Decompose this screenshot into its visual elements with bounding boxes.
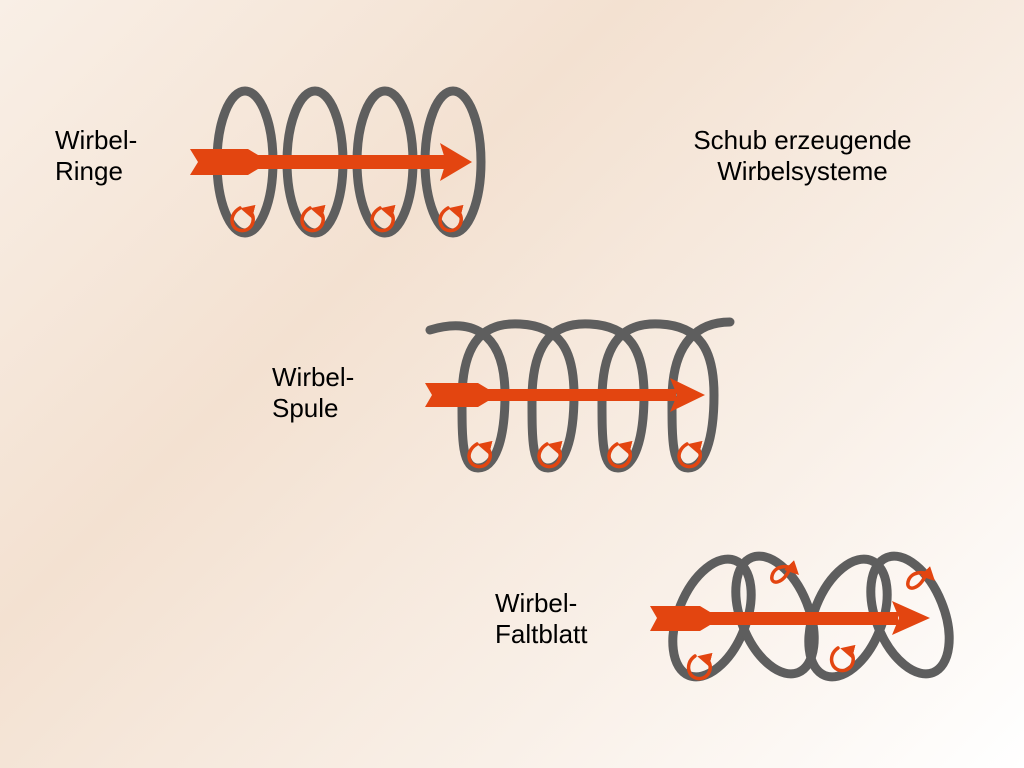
rotation-curl-icon (370, 204, 396, 233)
rotation-curl-icon (537, 440, 563, 469)
label-faltblatt-line2: Faltblatt (495, 619, 588, 649)
rotation-curl-icon (906, 566, 935, 590)
vortex-rings-diagram (190, 86, 486, 238)
rotation-curl-icon (300, 204, 326, 233)
rotation-curl-icons (230, 204, 464, 233)
slide-title-line2: Wirbelsysteme (717, 156, 888, 186)
thrust-arrow-icon (650, 601, 930, 635)
label-ringe-line1: Wirbel- (55, 125, 138, 155)
label-wirbel-faltblatt: Wirbel- Faltblatt (495, 588, 588, 650)
slide-title: Schub erzeugende Wirbelsysteme (640, 125, 965, 187)
thrust-arrow-icon (425, 378, 705, 412)
label-ringe-line2: Ringe (55, 156, 123, 186)
label-spule-line2: Spule (272, 393, 339, 423)
vortex-coil-spiral (425, 317, 735, 473)
rotation-curl-icon (677, 440, 703, 469)
vortex-sheet-diagram (650, 551, 954, 682)
slide-title-line1: Schub erzeugende (693, 125, 912, 155)
label-faltblatt-line1: Wirbel- (495, 588, 578, 618)
thrust-arrow-icon (190, 143, 472, 181)
rotation-curl-icon (829, 644, 856, 673)
vortex-sheet-loop-2 (731, 551, 819, 679)
rotation-curl-icons (467, 440, 703, 469)
rotation-curl-icons (686, 560, 935, 681)
rotation-curl-icon (770, 560, 799, 584)
rotation-curl-icon (686, 652, 713, 681)
rotation-curl-icon (467, 440, 493, 469)
label-wirbel-ringe: Wirbel- Ringe (55, 125, 137, 187)
vortex-sheet-loop-4 (866, 551, 954, 679)
label-spule-line1: Wirbel- (272, 362, 355, 392)
vortex-coil-diagram (425, 317, 735, 473)
label-wirbel-spule: Wirbel- Spule (272, 362, 354, 424)
rotation-curl-icon (607, 440, 633, 469)
rotation-curl-icon (230, 204, 256, 233)
rotation-curl-icon (438, 204, 464, 233)
